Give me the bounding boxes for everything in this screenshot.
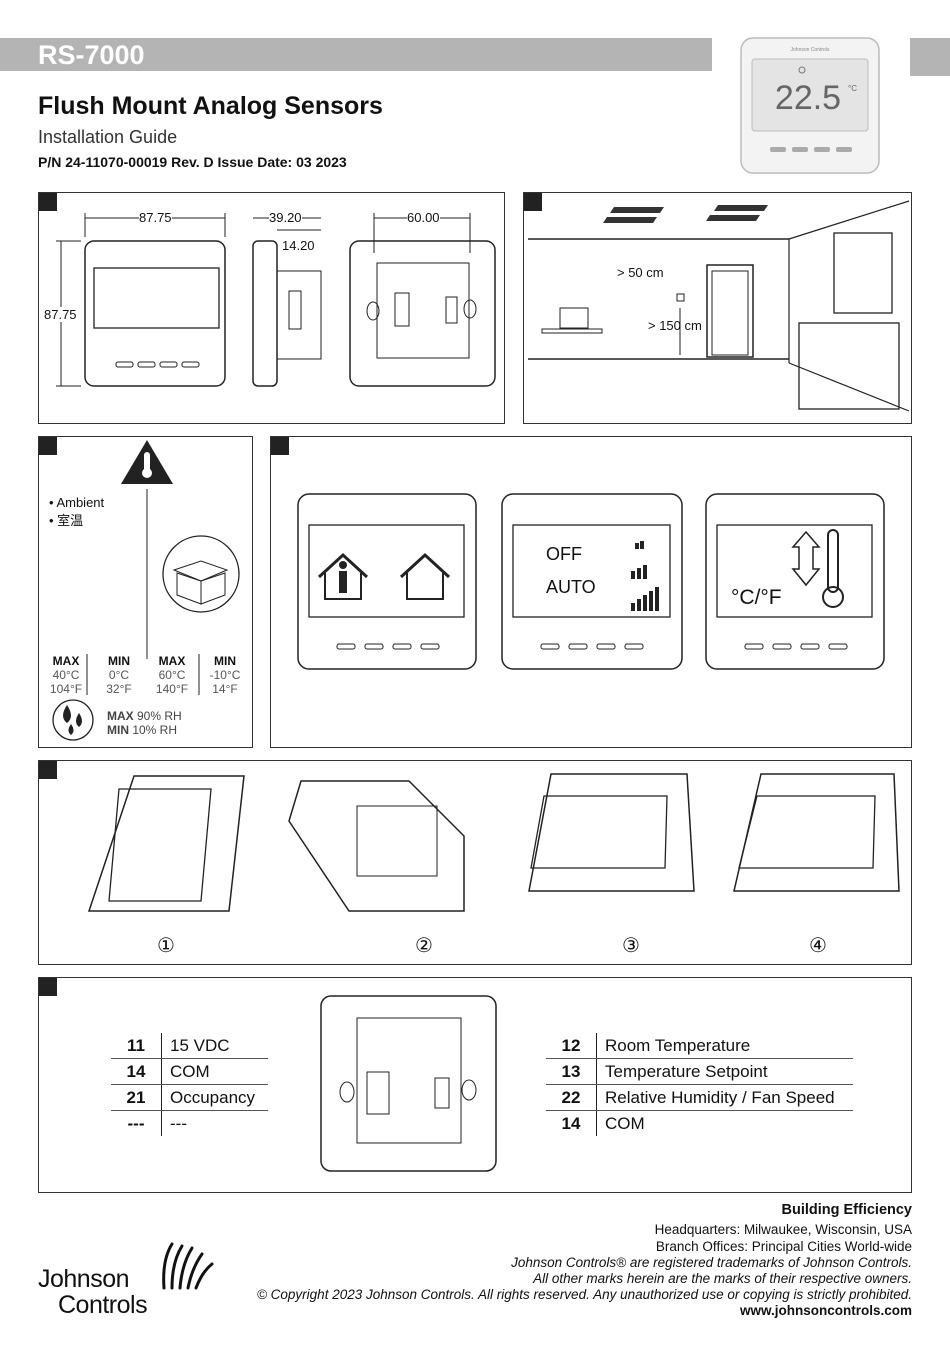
- humidity-icon: [52, 699, 94, 741]
- fan-off-label: OFF: [546, 544, 582, 564]
- panel-marker: [39, 978, 57, 996]
- panel-marker: [39, 193, 57, 211]
- panel-marker: [271, 437, 289, 455]
- johnson-controls-logo-icon: [162, 1242, 214, 1290]
- model-name: RS-7000: [38, 40, 145, 70]
- step-4-label: ④: [809, 935, 827, 957]
- copyright: © Copyright 2023 Johnson Controls. All r…: [256, 1287, 912, 1302]
- placement-panel: > 50 cm > 150 cm: [523, 192, 912, 424]
- back-housing: [288, 780, 465, 912]
- dimensions-panel: 87.75 87.75 39.20 14.20 60.00: [38, 192, 505, 424]
- terminal-diagram: [320, 995, 497, 1172]
- page-tab: [910, 38, 950, 76]
- document-title: Flush Mount Analog Sensors: [38, 92, 383, 120]
- humidity-limits: MAX 90% RH MIN 10% RH: [107, 709, 182, 737]
- dim-depth-inner: 14.20: [282, 238, 315, 253]
- logo-text-johnson: Johnson: [38, 1265, 130, 1293]
- fan-auto-label: AUTO: [546, 577, 596, 597]
- branch-offices: Branch Offices: Principal Cities World-w…: [655, 1239, 912, 1254]
- step-3-label: ③: [622, 935, 640, 957]
- website-link[interactable]: www.johnsoncontrols.com: [739, 1303, 912, 1318]
- unit-toggle-label: °C/°F: [731, 586, 782, 609]
- dim-height: 87.75: [44, 307, 77, 322]
- operation-panel: OFF AUTO °C/°F: [270, 436, 912, 748]
- ambient-label-cn: • 室温: [49, 513, 84, 528]
- step-2-label: ②: [415, 935, 433, 957]
- panel-marker: [524, 193, 542, 211]
- storage-box-icon: [162, 535, 240, 613]
- device-brand: Johnson Controls: [791, 47, 830, 53]
- dim-depth: 39.20: [269, 210, 302, 225]
- panel-marker: [39, 761, 57, 779]
- logo-text-controls: Controls: [58, 1291, 148, 1319]
- dim-hole-spacing: 60.00: [407, 210, 440, 225]
- trademark-2: All other marks herein are the marks of …: [533, 1271, 912, 1286]
- table-row: ------: [111, 1110, 268, 1136]
- device-photo: Johnson Controls 22.5 °C: [740, 37, 880, 174]
- dim-width: 87.75: [139, 210, 172, 225]
- door-distance: > 50 cm: [617, 265, 664, 280]
- installation-panel: ① ② ③ ④: [38, 760, 912, 965]
- front-cover: [528, 773, 695, 892]
- division-name: Building Efficiency: [781, 1202, 912, 1218]
- step-1-label: ①: [157, 935, 175, 957]
- title-bar: [0, 38, 712, 71]
- mounting-plate: [87, 775, 245, 912]
- device-temperature: 22.5: [775, 79, 841, 117]
- part-number: P/N 24-11070-00019 Rev. D Issue Date: 03…: [38, 154, 347, 170]
- panel-marker: [39, 437, 57, 455]
- trademark-1: Johnson Controls® are registered tradema…: [511, 1255, 912, 1270]
- document-subtitle: Installation Guide: [38, 127, 178, 147]
- device-unit: °C: [848, 84, 857, 93]
- headquarters: Headquarters: Milwaukee, Wisconsin, USA: [654, 1222, 912, 1237]
- ambient-label: • Ambient: [49, 495, 105, 510]
- floor-height: > 150 cm: [648, 318, 702, 333]
